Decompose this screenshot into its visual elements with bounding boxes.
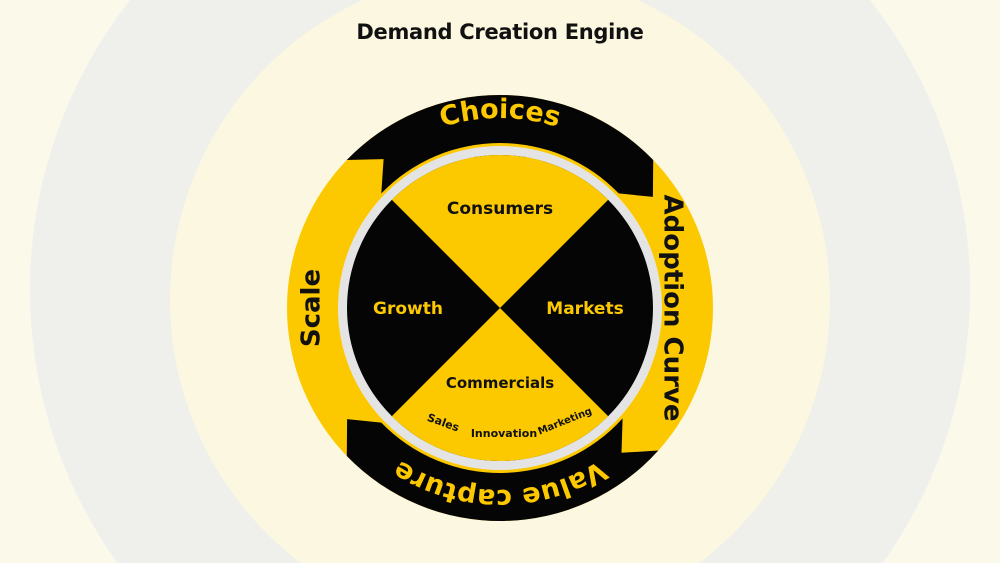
label-consumers: Consumers <box>447 199 553 219</box>
label-commercials: Commercials <box>446 374 554 392</box>
label-markets: Markets <box>546 299 623 319</box>
label-scale: Scale <box>297 269 327 347</box>
label-innovation: Innovation <box>471 427 537 440</box>
label-growth: Growth <box>373 299 443 319</box>
outer-segment-choices <box>346 94 654 197</box>
quadrant-consumers <box>391 154 609 308</box>
quadrant-commercials <box>391 308 609 462</box>
inner-circle <box>347 154 653 462</box>
page-title: Demand Creation Engine <box>356 20 644 44</box>
label-adoption-curve: Adoption Curve <box>658 195 688 422</box>
outer-segment-value-capture <box>346 418 659 522</box>
